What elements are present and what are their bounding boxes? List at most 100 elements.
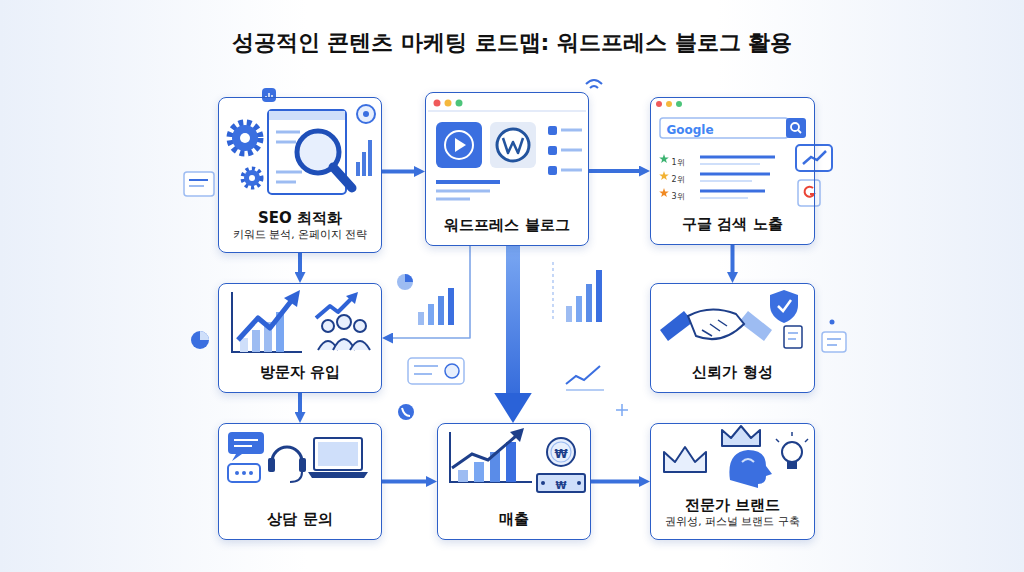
window-dots bbox=[656, 101, 682, 107]
chat-bubbles bbox=[228, 432, 264, 482]
box-fill bbox=[650, 283, 815, 393]
sales-chart bbox=[474, 462, 484, 482]
laptop-icon bbox=[308, 438, 368, 478]
sales-chart bbox=[450, 428, 532, 482]
signal-icon bbox=[590, 86, 598, 88]
signal-icon bbox=[586, 80, 602, 88]
flow-arrow bbox=[382, 170, 414, 174]
side-card-right bbox=[830, 320, 835, 325]
play-icon bbox=[445, 131, 473, 159]
node-heading: 방문자 유입 bbox=[260, 363, 340, 383]
banknote-icon bbox=[537, 474, 585, 492]
banknote-icon bbox=[537, 474, 585, 492]
chat-bubbles bbox=[228, 432, 264, 454]
growth-chart bbox=[284, 290, 300, 307]
phone-icon bbox=[402, 408, 410, 416]
crown-icon bbox=[722, 426, 760, 446]
shield-icon bbox=[784, 326, 802, 348]
node-heading: 워드프레스 블로그 bbox=[444, 216, 569, 236]
flow-arrow bbox=[298, 393, 302, 412]
crown-icon bbox=[664, 447, 706, 472]
bulb-icon bbox=[776, 439, 779, 442]
gear-icon bbox=[232, 125, 258, 151]
mid-bar-chart bbox=[586, 284, 592, 322]
ranking-stars bbox=[659, 188, 669, 197]
content-lines bbox=[436, 126, 582, 199]
sales-chart bbox=[506, 442, 516, 482]
flow-arrow bbox=[298, 253, 302, 272]
result-lines bbox=[700, 180, 752, 182]
headset-icon bbox=[268, 447, 306, 482]
head-icon bbox=[729, 450, 772, 488]
play-icon bbox=[436, 122, 482, 168]
side-card-right bbox=[822, 332, 846, 352]
content-lines bbox=[436, 180, 500, 184]
coin-icon bbox=[547, 438, 575, 466]
mid-bar-chart bbox=[566, 306, 572, 322]
flow-arrow bbox=[506, 246, 520, 393]
process-box: 방문자 유입 bbox=[218, 283, 382, 393]
node-heading: 상담 문의 bbox=[267, 510, 332, 530]
content-lines bbox=[561, 169, 582, 172]
growth-chart bbox=[346, 292, 358, 304]
box-fill bbox=[218, 97, 382, 253]
headset-icon bbox=[290, 472, 302, 482]
result-lines bbox=[700, 197, 748, 199]
chat-bubbles bbox=[232, 454, 242, 461]
process-box: 구글 검색 노출 bbox=[650, 97, 815, 245]
chat-icon bbox=[363, 111, 369, 117]
mid-bar-chart bbox=[566, 389, 604, 391]
shield-icon bbox=[788, 338, 796, 340]
content-lines bbox=[548, 166, 557, 175]
side-card bbox=[184, 172, 214, 196]
result-lines bbox=[700, 173, 770, 176]
label-anchor: 2위 bbox=[671, 167, 684, 186]
handshake-icon bbox=[739, 311, 772, 341]
node-heading: 전문가 브랜드 bbox=[685, 496, 780, 516]
phone-icon bbox=[398, 404, 414, 420]
gear-icon bbox=[243, 169, 261, 187]
process-box: SEO 최적화키워드 분석, 온페이지 전략 bbox=[218, 97, 382, 253]
mini-bar-chart bbox=[438, 296, 444, 325]
icon-label: Google bbox=[666, 123, 713, 137]
chat-bubbles bbox=[249, 471, 253, 475]
icon-label: ₩ bbox=[554, 447, 567, 461]
side-card bbox=[189, 185, 204, 187]
bulb-icon bbox=[776, 432, 808, 469]
search-bar bbox=[660, 118, 806, 138]
signal-icon bbox=[586, 80, 602, 84]
chat-icon bbox=[357, 105, 375, 123]
ranking-stars bbox=[659, 171, 669, 180]
box-fill bbox=[650, 423, 815, 540]
gear-icon bbox=[240, 133, 250, 143]
label-anchor: 3위 bbox=[671, 184, 684, 203]
bulb-icon bbox=[782, 442, 802, 462]
title-anchor: 성공적인 콘텐츠 마케팅 로드맵: 워드프레스 블로그 활용 bbox=[0, 28, 1024, 58]
people-icon bbox=[318, 315, 370, 350]
flow-arrow bbox=[591, 480, 639, 484]
crosshair-mark bbox=[616, 404, 628, 416]
bulb-icon bbox=[805, 439, 808, 442]
window-dots bbox=[428, 110, 586, 112]
chat-bubbles bbox=[242, 471, 246, 475]
ranking-stars bbox=[659, 154, 669, 163]
icon-label: 1위 bbox=[671, 158, 684, 167]
gear-icon bbox=[249, 175, 255, 181]
side-card-right bbox=[822, 320, 846, 353]
magnifier-icon bbox=[297, 131, 352, 188]
document-icon bbox=[268, 110, 346, 194]
content-lines bbox=[436, 190, 490, 193]
icon-label: ₩ bbox=[555, 480, 566, 491]
growth-chart bbox=[238, 300, 292, 340]
node-heading: 신뢰가 형성 bbox=[692, 363, 772, 383]
people-icon bbox=[337, 315, 351, 329]
document-icon bbox=[276, 131, 300, 134]
play-icon bbox=[436, 122, 482, 168]
search-bar bbox=[798, 130, 801, 133]
profile-card bbox=[408, 358, 464, 384]
g-card bbox=[805, 187, 814, 197]
mini-bar-chart bbox=[428, 304, 434, 325]
shield-icon bbox=[770, 290, 798, 323]
